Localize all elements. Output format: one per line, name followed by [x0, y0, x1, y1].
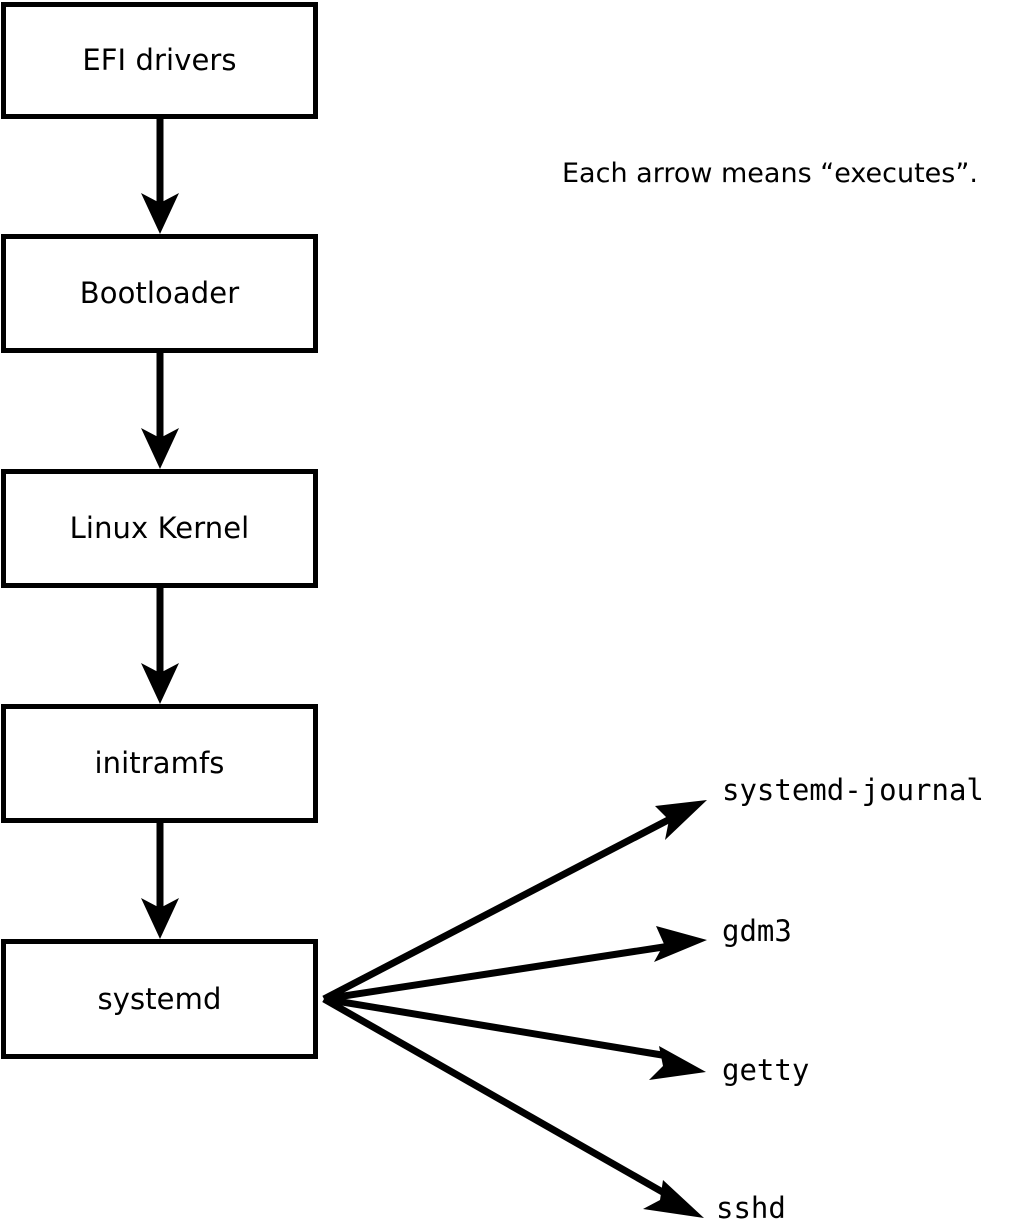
arrow-systemd-to-getty: [323, 995, 706, 1080]
legend-note: Each arrow means “executes”.: [562, 158, 978, 189]
arrow-initramfs-to-systemd: [141, 823, 179, 939]
arrow-linux-kernel-to-initramfs: [141, 588, 179, 704]
service-label-systemd-journal[interactable]: systemd-journal: [722, 773, 984, 807]
stage-box-efi-drivers[interactable]: EFI drivers: [1, 2, 318, 119]
stage-box-label: EFI drivers: [82, 43, 237, 77]
stage-box-systemd[interactable]: systemd: [1, 939, 318, 1059]
stage-box-linux-kernel[interactable]: Linux Kernel: [1, 469, 318, 588]
arrow-efi-drivers-to-bootloader: [141, 119, 179, 234]
stage-box-label: initramfs: [94, 746, 225, 780]
stage-box-initramfs[interactable]: initramfs: [1, 704, 318, 823]
stage-box-bootloader[interactable]: Bootloader: [1, 234, 318, 353]
arrow-bootloader-to-linux-kernel: [141, 353, 179, 469]
arrow-systemd-to-systemd-journal: [322, 800, 707, 1003]
stage-box-label: Bootloader: [79, 276, 240, 310]
stage-box-label: systemd: [97, 981, 222, 1016]
service-label-sshd[interactable]: sshd: [716, 1191, 786, 1225]
service-label-getty[interactable]: getty: [722, 1053, 810, 1087]
arrow-systemd-to-gdm3: [323, 926, 707, 1003]
arrow-systemd-to-sshd: [322, 995, 704, 1218]
stage-box-label: Linux Kernel: [69, 511, 250, 545]
service-label-gdm3[interactable]: gdm3: [722, 914, 792, 948]
